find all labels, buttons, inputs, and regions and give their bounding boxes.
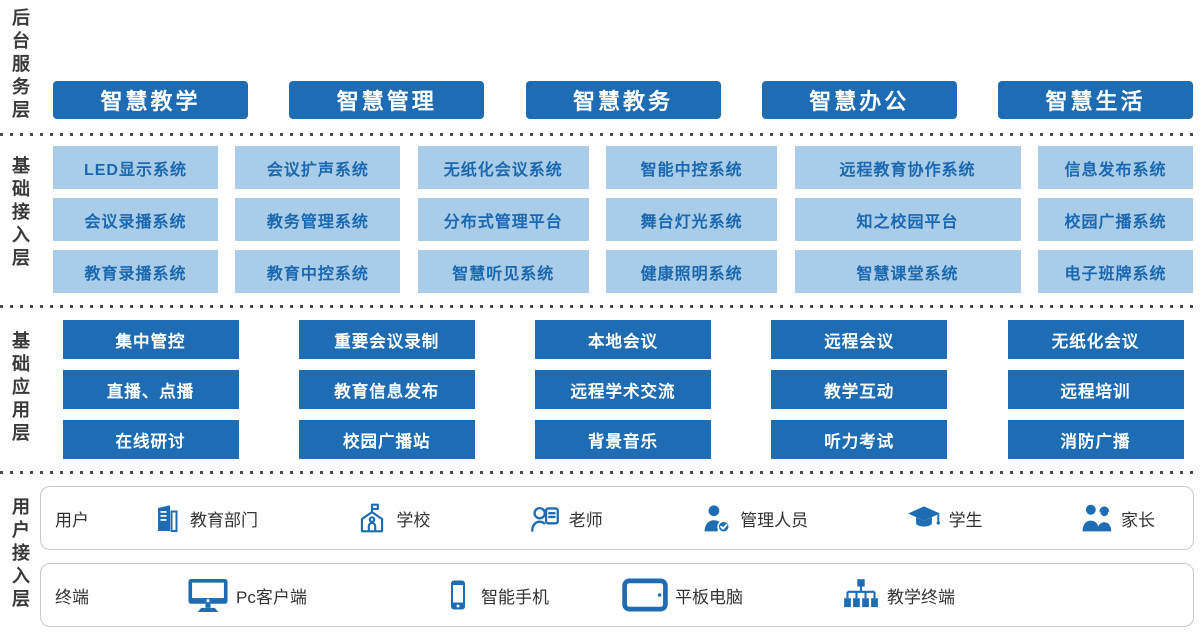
access-node: 校园广播系统 [1037,198,1193,241]
pc-icon [187,577,229,614]
user-item-parents: 家长 [1080,502,1155,535]
layer-label-basic-application: 基础应用层 [10,331,30,446]
app-node: 背景音乐 [535,420,711,459]
service-node-smart-life: 智慧生活 [998,81,1193,119]
access-node: 电子班牌系统 [1037,250,1193,293]
user-item-education-department: 教育部门 [151,502,258,534]
terminal-item-teaching-terminal: 教学终端 [842,578,955,612]
user-item-admin: 管理人员 [700,502,808,535]
application-column: 重要会议录制 教育信息发布 校园广播站 [289,320,484,459]
application-layer-row: 集中管控 直播、点播 在线研讨 重要会议录制 教育信息发布 校园广播站 本地会议… [53,320,1193,459]
application-column: 本地会议 远程学术交流 背景音乐 [526,320,721,459]
user-item-label: 管理人员 [740,510,809,530]
parents-icon [1080,502,1114,535]
user-item-label: 家长 [1120,510,1155,530]
user-item-teacher: 老师 [528,501,603,535]
user-item-label: 学生 [948,510,983,530]
school-icon [355,501,389,535]
teacher-icon [528,501,562,535]
terminal-item-label: 智能手机 [481,587,549,607]
user-item-student: 学生 [906,502,983,534]
access-node: 智慧听见系统 [417,250,589,293]
access-node: 远程教育协作系统 [794,146,1021,189]
application-column: 无纸化会议 远程培训 消防广播 [998,320,1193,459]
service-node-smart-teaching: 智慧教学 [53,81,248,119]
app-node: 重要会议录制 [298,320,475,359]
user-item-label: 学校 [396,510,431,530]
teaching-terminal-icon [842,578,880,612]
service-node-smart-management: 智慧管理 [289,81,485,119]
app-node: 听力考试 [771,420,948,459]
user-item-label: 教育部门 [190,510,258,530]
access-node: 教务管理系统 [235,198,401,241]
user-item-label: 老师 [568,510,603,530]
dotted-divider [0,471,1200,474]
service-node-smart-academic: 智慧教务 [525,81,721,119]
admin-icon [700,502,733,535]
terminals-row: 终端 Pc客户端 [40,563,1194,627]
app-node: 远程学术交流 [535,370,711,409]
access-node: LED显示系统 [53,146,218,189]
users-row: 用户 教育部门 [40,486,1194,550]
application-column: 集中管控 直播、点播 在线研讨 [53,320,248,459]
access-layer-grid: LED显示系统 会议扩声系统 无纸化会议系统 智能中控系统 远程教育协作系统 信… [53,146,1193,293]
app-node: 校园广播站 [298,420,475,459]
layer-label-basic-access: 基础接入层 [10,156,30,271]
access-node: 智能中控系统 [606,146,778,189]
app-node: 远程会议 [771,320,948,359]
access-node: 舞台灯光系统 [606,198,778,241]
access-node: 无纸化会议系统 [417,146,589,189]
student-icon [906,502,942,534]
access-node: 分布式管理平台 [417,198,589,241]
dotted-divider [0,305,1200,308]
layer-label-backend-service: 后台服务层 [10,8,30,123]
terminal-item-label: 教学终端 [887,587,955,607]
app-node: 消防广播 [1007,420,1184,459]
terminal-item-label: 平板电脑 [675,587,743,607]
app-node: 在线研讨 [62,420,239,459]
access-node: 会议录播系统 [53,198,218,241]
app-node: 无纸化会议 [1007,320,1184,359]
app-node: 教育信息发布 [298,370,475,409]
access-node: 知之校园平台 [794,198,1021,241]
access-node: 智慧课堂系统 [794,250,1021,293]
terminal-items: Pc客户端 智能手机 [187,577,1193,614]
access-node: 教育中控系统 [235,250,401,293]
users-row-label: 用户 [55,510,89,530]
app-node: 教学互动 [771,370,948,409]
users-items: 教育部门 学校 [151,501,1155,535]
terminal-item-pc: Pc客户端 [187,577,442,614]
dotted-divider [0,133,1200,136]
terminals-row-label: 终端 [55,587,89,607]
app-node: 远程培训 [1007,370,1184,409]
app-node: 直播、点播 [62,370,239,409]
terminal-item-tablet: 平板电脑 [622,578,842,612]
access-node: 健康照明系统 [606,250,778,293]
terminal-item-smartphone: 智能手机 [442,578,622,612]
terminal-item-label: Pc客户端 [236,587,307,607]
service-layer-row: 智慧教学 智慧管理 智慧教务 智慧办公 智慧生活 [53,81,1193,119]
access-node: 信息发布系统 [1037,146,1193,189]
app-node: 本地会议 [535,320,711,359]
user-item-school: 学校 [355,501,430,535]
access-node: 会议扩声系统 [235,146,401,189]
tablet-icon [622,578,668,612]
service-node-smart-office: 智慧办公 [761,81,957,119]
access-node: 教育录播系统 [53,250,218,293]
application-column: 远程会议 教学互动 听力考试 [762,320,957,459]
layer-label-user-access: 用户接入层 [10,497,30,612]
smartphone-icon [442,578,474,612]
app-node: 集中管控 [62,320,239,359]
education-department-icon [151,502,183,534]
